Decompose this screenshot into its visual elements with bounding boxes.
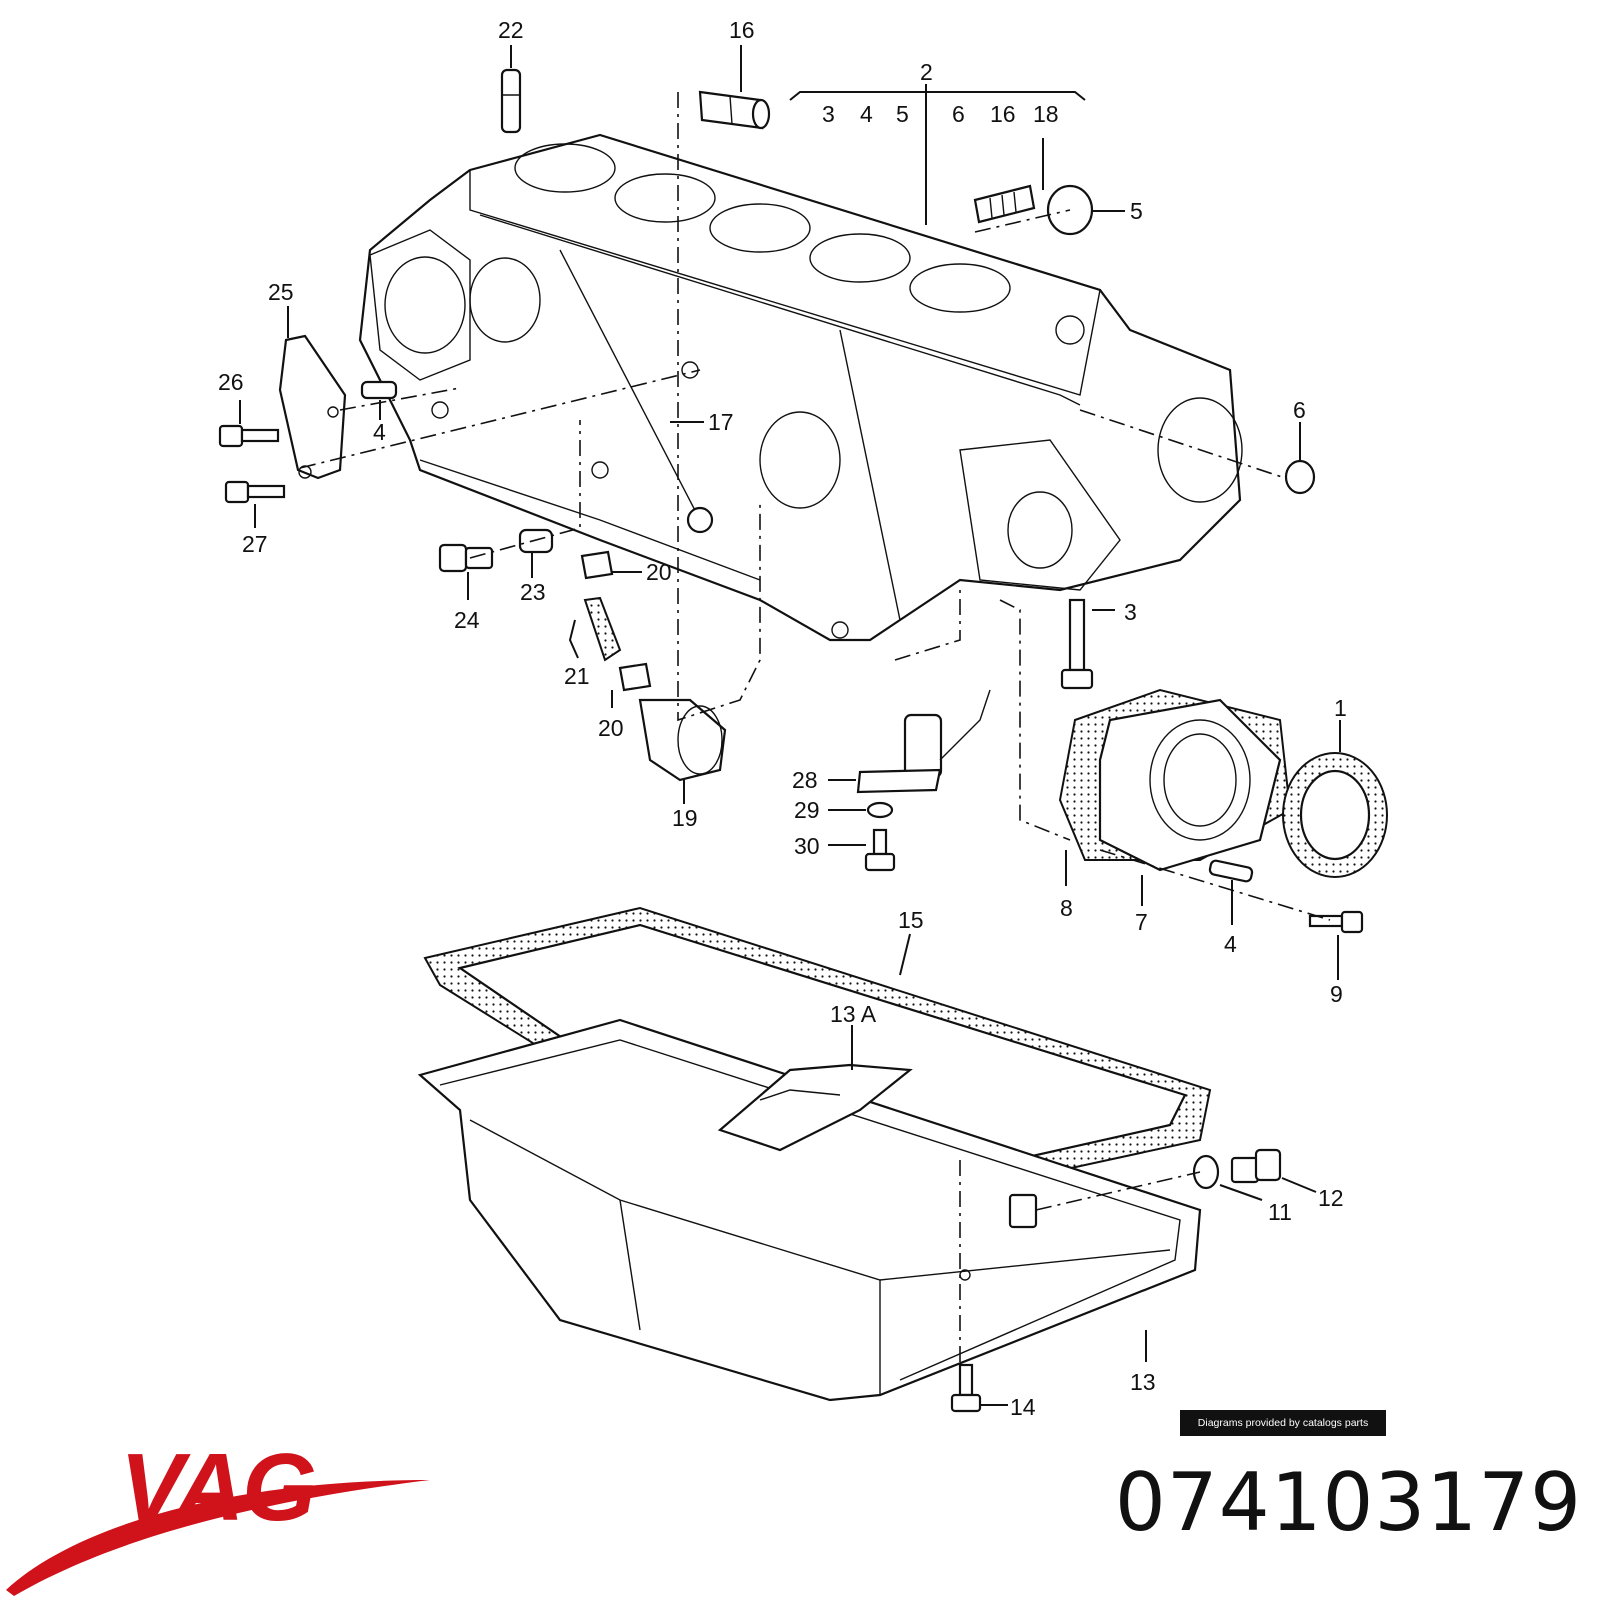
callout-20-upper: 20 xyxy=(646,559,672,585)
vag-logo-wordmark: VAG xyxy=(120,1440,315,1541)
callout-19: 19 xyxy=(672,805,698,831)
callout-27: 27 xyxy=(242,531,268,557)
cylinder-bores xyxy=(514,143,1011,313)
callout-9: 9 xyxy=(1330,981,1343,1007)
bolt-26 xyxy=(218,424,280,448)
callout-24: 24 xyxy=(454,607,480,633)
callout-22: 22 xyxy=(498,17,524,43)
oil-level-sensor xyxy=(1008,1193,1038,1229)
plug-24 xyxy=(438,543,494,573)
callout-4-right: 4 xyxy=(1224,931,1237,957)
cap-plug-6 xyxy=(1284,459,1316,495)
callout-8: 8 xyxy=(1060,895,1073,921)
callout-6-group: 6 xyxy=(952,101,965,127)
bolt-30 xyxy=(864,828,896,872)
washer-29 xyxy=(866,801,894,819)
threaded-plug-18 xyxy=(973,184,1036,224)
sleeve-23 xyxy=(518,528,554,554)
bolt-14 xyxy=(950,1363,982,1413)
callout-16-group: 16 xyxy=(990,101,1016,127)
oil-pan-13 xyxy=(417,1018,1202,1402)
clamp-20-upper xyxy=(580,550,614,580)
callout-3-group: 3 xyxy=(822,101,835,127)
sensor-28 xyxy=(856,689,991,794)
callout-26: 26 xyxy=(218,369,244,395)
callout-18: 18 xyxy=(1033,101,1059,127)
callout-17: 17 xyxy=(708,409,734,435)
callout-5: 5 xyxy=(1130,198,1143,224)
callout-30: 30 xyxy=(794,833,820,859)
part-number: 074103179 xyxy=(1114,1456,1582,1549)
drain-plug-12 xyxy=(1230,1148,1282,1184)
callout-1: 1 xyxy=(1334,695,1347,721)
bolt-9 xyxy=(1308,910,1364,934)
callout-13: 13 xyxy=(1130,1369,1156,1395)
callout-4-group: 4 xyxy=(860,101,873,127)
bolt-3 xyxy=(1060,598,1094,690)
callout-3: 3 xyxy=(1124,599,1137,625)
callout-21: 21 xyxy=(564,663,590,689)
callout-23: 23 xyxy=(520,579,546,605)
diagram-credit-banner: Diagrams provided by catalogs parts xyxy=(1180,1410,1386,1436)
callout-16-top: 16 xyxy=(729,17,755,43)
callout-29: 29 xyxy=(794,797,820,823)
oil-seal-1 xyxy=(1282,752,1388,878)
dowel-pin-22 xyxy=(500,68,522,134)
clamp-20-lower xyxy=(618,662,652,692)
callout-7: 7 xyxy=(1135,909,1148,935)
callout-14: 14 xyxy=(1010,1394,1036,1420)
callout-12: 12 xyxy=(1318,1185,1344,1211)
hose-21 xyxy=(583,596,622,662)
vag-logo-swoosh xyxy=(6,1480,430,1596)
leader-lines xyxy=(239,45,1341,1406)
callout-6: 6 xyxy=(1293,397,1306,423)
cover-plate-25 xyxy=(278,334,347,480)
bushing-16 xyxy=(698,90,771,130)
callout-15: 15 xyxy=(898,907,924,933)
callout-25: 25 xyxy=(268,279,294,305)
baffle-13a xyxy=(717,1063,913,1152)
oil-strainer-19 xyxy=(638,698,727,782)
bolt-27 xyxy=(224,480,286,504)
pin-4-right xyxy=(1208,859,1254,883)
washer-11 xyxy=(1192,1154,1220,1190)
vag-logo: VAG xyxy=(6,1440,430,1596)
callout-20-lower: 20 xyxy=(598,715,624,741)
callout-2: 2 xyxy=(920,59,933,85)
callout-4-left: 4 xyxy=(373,419,386,445)
callout-5-group: 5 xyxy=(896,101,909,127)
callout-11: 11 xyxy=(1268,1199,1292,1225)
callout-13a: 13 A xyxy=(830,1001,877,1027)
callout-labels: 22 16 2 3 4 5 6 16 18 5 25 26 6 4 17 27 … xyxy=(218,17,1347,1420)
callout-28: 28 xyxy=(792,767,818,793)
seal-flange-7 xyxy=(1098,698,1282,872)
pin-4-left xyxy=(360,380,398,400)
